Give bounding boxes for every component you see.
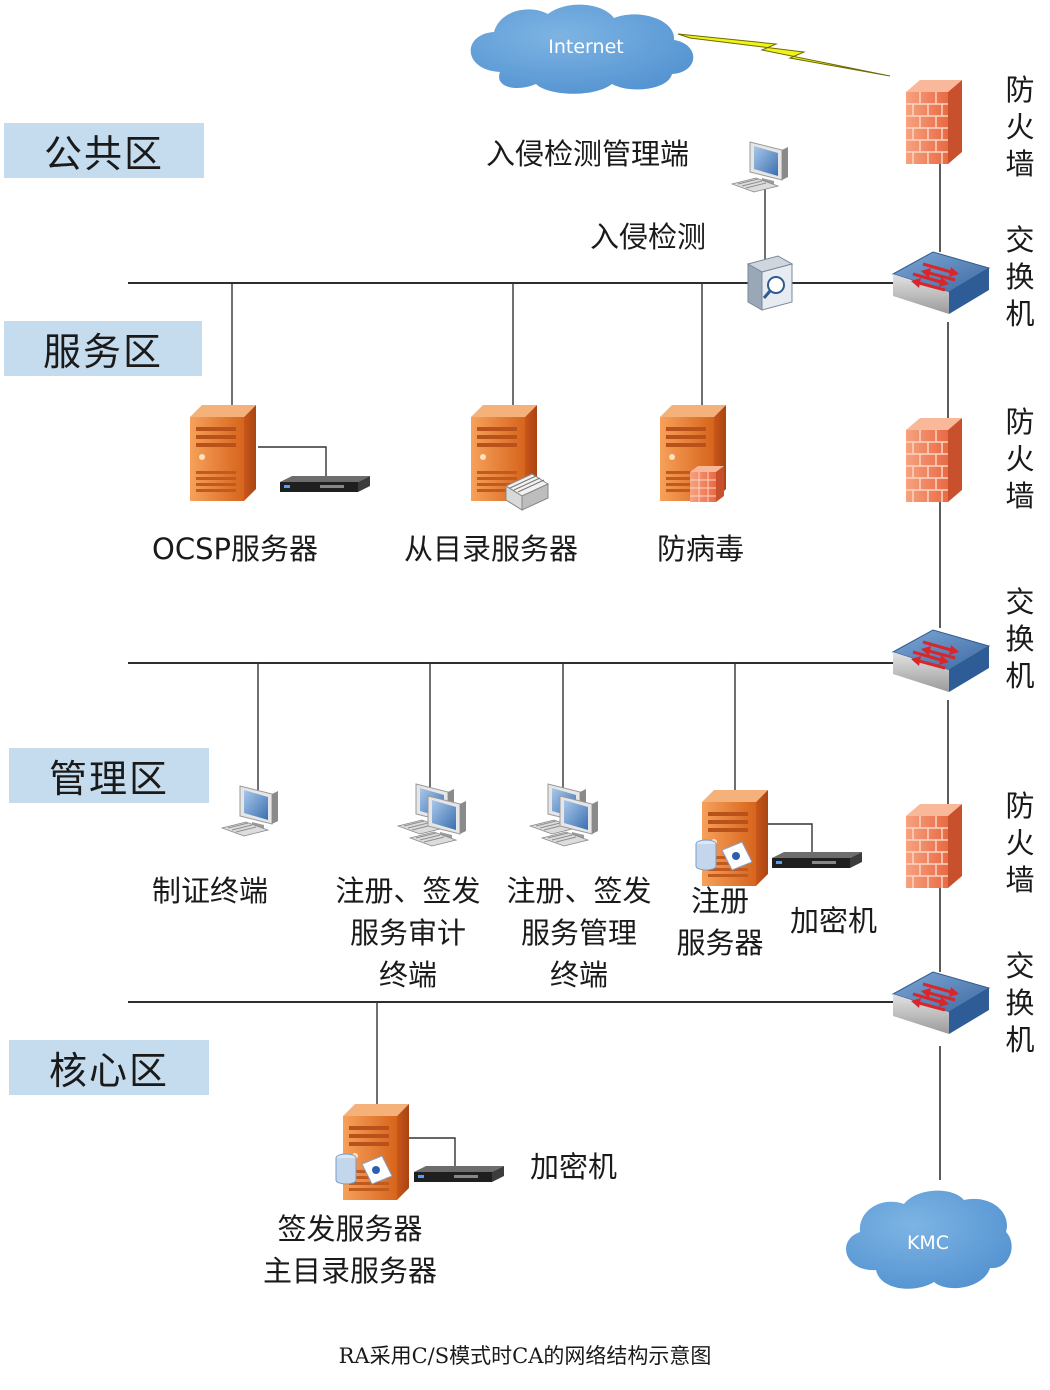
lightning-link — [677, 33, 891, 77]
firewall-2-icon — [905, 417, 963, 503]
ids-sensor-icon — [746, 255, 794, 311]
cert-terminal-label: 制证终端 — [152, 874, 269, 908]
switch-3-label: 交换机 — [1005, 949, 1035, 1057]
kmc-label: KMC — [906, 1232, 950, 1254]
registration-encryptor-icon — [772, 852, 862, 868]
firewall-3-label: 防火墙 — [1005, 789, 1035, 897]
antivirus-label: 防病毒 — [657, 532, 745, 566]
switch-2-label: 交换机 — [1005, 585, 1035, 693]
audit-terminal-label: 注册、签发 服务审计 终端 — [335, 874, 481, 992]
audit-terminal-monitors-icon — [397, 783, 467, 847]
internet-label: Internet — [548, 36, 624, 58]
switch-1-icon — [891, 250, 991, 316]
drop-links — [231, 186, 813, 1166]
management-encryptor-label: 加密机 — [790, 904, 878, 938]
zone-management-label: 管理区 — [9, 748, 209, 803]
switch-2-icon — [891, 628, 991, 694]
firewall-1-label: 防火墙 — [1005, 73, 1035, 181]
antivirus-shield-icon — [690, 466, 724, 502]
switch-3-icon — [891, 970, 991, 1036]
signing-server-label: 签发服务器 主目录服务器 — [262, 1212, 437, 1288]
firewall-2-label: 防火墙 — [1005, 405, 1035, 513]
admin-terminal-label: 注册、签发 服务管理 终端 — [506, 874, 652, 992]
zone-core-label: 核心区 — [9, 1040, 209, 1095]
signing-server-icon — [343, 1104, 409, 1200]
diagram-caption: RA采用C/S模式时CA的网络结构示意图 — [338, 1344, 712, 1368]
registration-server-label: 注册 服务器 — [676, 884, 764, 960]
ocsp-server-icon — [190, 405, 256, 501]
ocsp-encryptor-icon — [280, 476, 370, 492]
internet-cloud — [470, 4, 694, 94]
ocsp-server-label: OCSP服务器 — [152, 532, 318, 566]
slave-directory-server-label: 从目录服务器 — [404, 532, 579, 566]
firewall-1-icon — [905, 79, 963, 165]
disk-array-icon — [504, 473, 550, 511]
backbone-links — [939, 160, 949, 1180]
ids-label: 入侵检测 — [590, 220, 707, 254]
admin-terminal-monitors-icon — [529, 783, 599, 847]
zone-service-label: 服务区 — [4, 321, 202, 376]
cert-terminal-monitor-icon — [221, 785, 279, 837]
core-encryptor-icon — [414, 1166, 504, 1182]
registration-server-icon — [702, 790, 768, 886]
ids-console-monitor-icon — [731, 141, 789, 193]
core-encryptor-label: 加密机 — [530, 1150, 618, 1184]
kmc-cloud — [846, 1190, 1012, 1289]
switch-1-label: 交换机 — [1005, 223, 1035, 331]
ids-console-label: 入侵检测管理端 — [486, 137, 690, 171]
zone-public-label: 公共区 — [4, 123, 204, 178]
firewall-3-icon — [905, 803, 963, 889]
